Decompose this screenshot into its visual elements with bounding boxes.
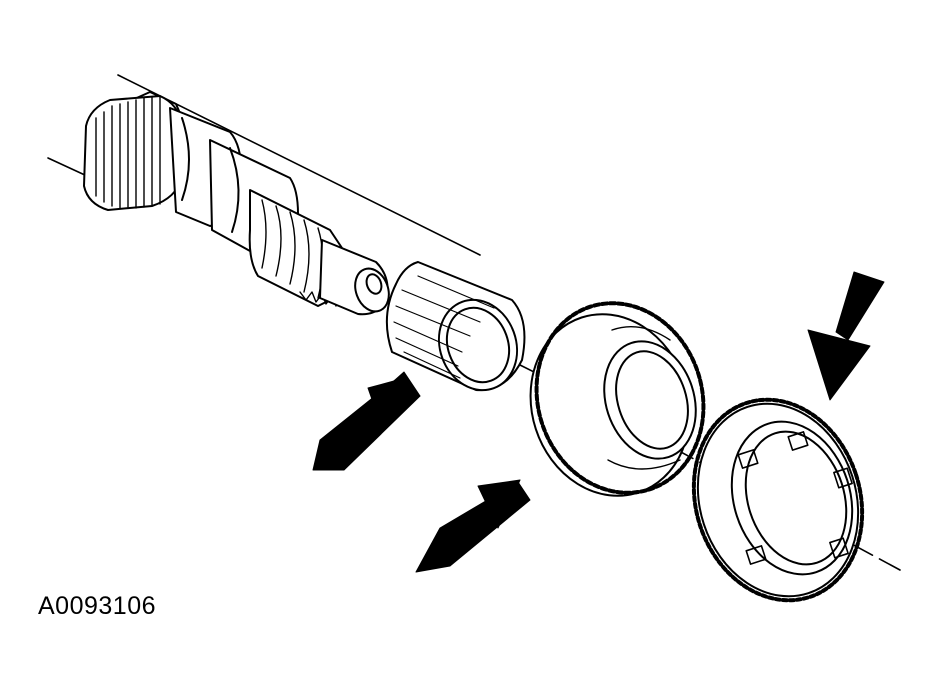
- synchronizer-ring: [691, 397, 865, 603]
- arrow-icon: [415, 479, 531, 573]
- output-shaft: [83, 91, 390, 316]
- gear: [529, 301, 706, 497]
- arrow-icon: [807, 271, 885, 401]
- needle-bearing: [385, 261, 526, 392]
- arrow-icon: [312, 371, 421, 471]
- figure-id-label: A0093106: [38, 592, 157, 620]
